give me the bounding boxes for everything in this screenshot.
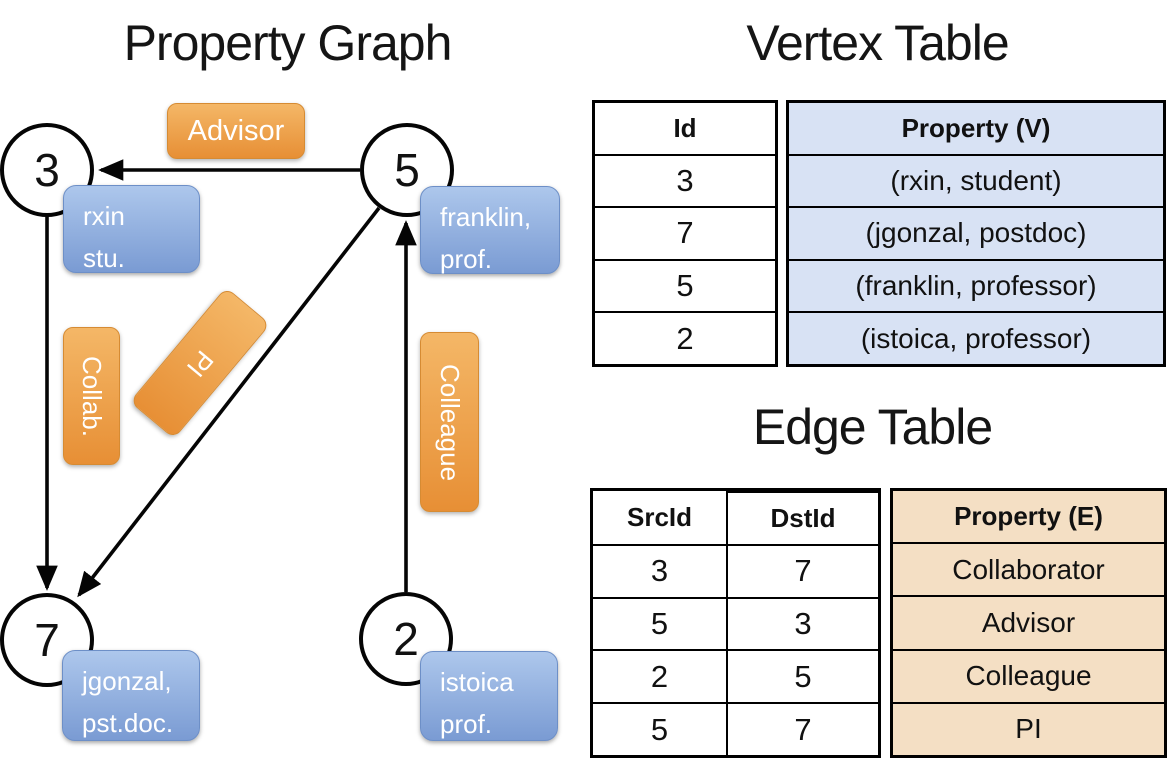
vertex-table-header-id: Id <box>673 112 697 143</box>
graph-edges <box>36 159 417 598</box>
edge-table-title: Edge Table <box>752 399 993 455</box>
property-line: prof. <box>440 708 493 739</box>
vertex-id: 5 <box>394 144 420 196</box>
edge-label-advisor: Advisor <box>167 103 305 159</box>
vertex-node-5: 5 <box>360 123 454 217</box>
vertex-table-id-column: Id 3 7 5 2 <box>592 100 778 367</box>
edge-label-text: Colleague <box>435 363 465 481</box>
edge-table-property-cell: Colleague <box>893 648 1164 702</box>
vertex-table-id-cell: 2 <box>595 311 775 364</box>
property-line: pst.doc. <box>82 707 174 738</box>
property-line: istoica <box>440 667 514 697</box>
vertex-table-property-cell: (rxin, student) <box>789 153 1163 207</box>
edge-pi-5-to-7 <box>77 206 381 598</box>
vertex-table-property-cell: (franklin, professor) <box>789 258 1163 312</box>
vertex-node-2: 2 <box>359 592 453 686</box>
vertex-table-id-cell: 5 <box>595 258 775 312</box>
property-line: jgonzal, <box>82 666 172 696</box>
property-line: stu. <box>83 242 125 273</box>
edge-label-collab: Collab. <box>63 327 120 465</box>
vertex-table-id-cell: 7 <box>595 206 775 259</box>
vertex-id: 7 <box>34 614 60 666</box>
edge-table-header-srcid: SrcId <box>626 501 693 532</box>
vertex-table-id-cell: 3 <box>595 153 775 207</box>
edge-table-dstid-cell: 7 <box>726 702 878 755</box>
edge-table-property-cell: Advisor <box>893 595 1164 648</box>
property-line: franklin, <box>440 202 532 232</box>
edge-table-dstid-cell: 5 <box>726 649 878 703</box>
property-line: prof. <box>440 243 493 274</box>
edge-table-header-property: Property (E) <box>954 501 1103 532</box>
vertex-property-box-jgonzal: jgonzal, pst.doc. <box>62 650 200 741</box>
edge-table-srcid-cell: 5 <box>593 596 726 650</box>
edge-table-srcid-cell: 2 <box>593 649 726 702</box>
edge-table-dstid-cell: 3 <box>726 596 878 650</box>
edge-label-text: Advisor <box>187 114 285 147</box>
vertex-table-title: Vertex Table <box>746 15 1009 71</box>
edge-label-colleague: Colleague <box>420 332 479 512</box>
property-graph-title: Property Graph <box>123 15 453 71</box>
edge-label-text: Collab. <box>77 355 107 437</box>
vertex-property-box-franklin: franklin, prof. <box>420 186 560 274</box>
edge-table-id-columns: SrcId DstId 3 7 5 3 2 5 5 7 <box>590 488 881 758</box>
edge-table-srcid-cell: 5 <box>593 702 726 755</box>
edge-table-dstid-cell: 7 <box>726 543 878 597</box>
vertex-table-header-property: Property (V) <box>901 112 1051 143</box>
vertex-table-property-cell: (istoica, professor) <box>789 311 1163 364</box>
vertex-property-box-istoica: istoica prof. <box>420 651 558 741</box>
vertex-id: 3 <box>34 144 60 196</box>
vertex-id: 2 <box>393 613 419 665</box>
vertex-property-box-rxin: rxin stu. <box>63 185 200 273</box>
edge-table-property-column: Property (E) Collaborator Advisor Collea… <box>890 488 1167 758</box>
vertex-table-property-cell: (jgonzal, postdoc) <box>789 206 1163 259</box>
vertex-table-property-column: Property (V) (rxin, student) (jgonzal, p… <box>786 100 1166 367</box>
edge-table-property-cell: Collaborator <box>893 542 1164 595</box>
edge-table-srcid-cell: 3 <box>593 543 726 597</box>
property-line: rxin <box>83 201 125 231</box>
edge-table-property-cell: PI <box>893 701 1164 755</box>
edge-table-header-dstid: DstId <box>726 491 878 544</box>
edge-label-text: PI <box>180 344 220 383</box>
